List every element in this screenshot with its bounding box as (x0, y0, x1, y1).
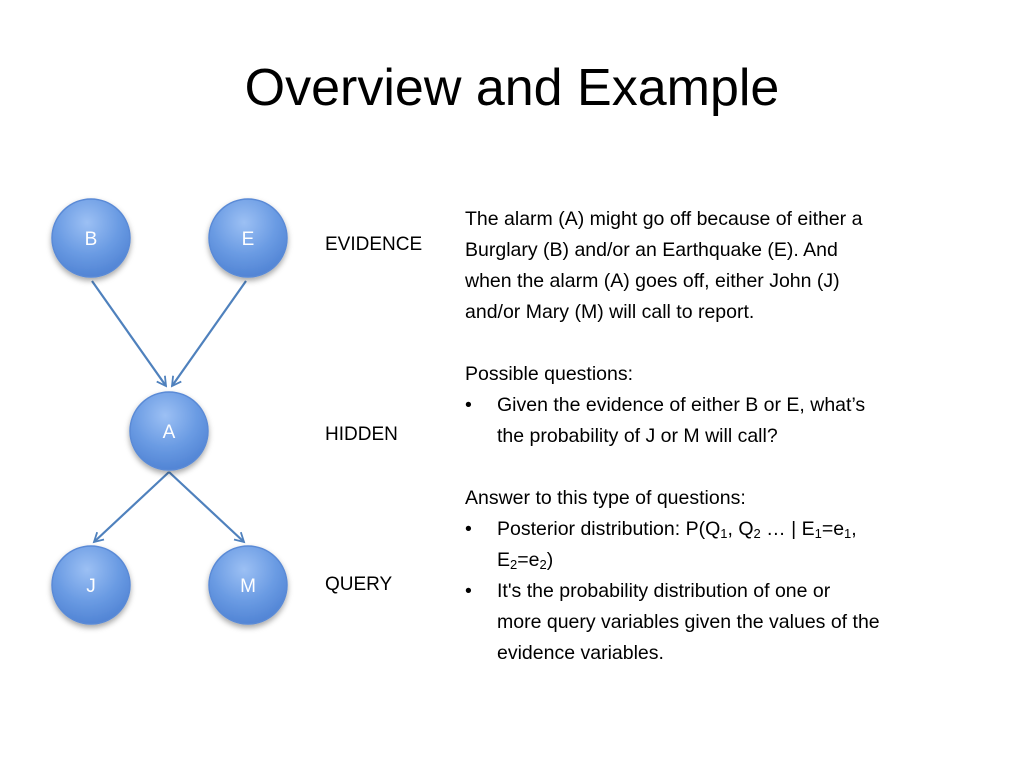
question-line-2: the probability of J or M will call? (497, 425, 778, 447)
answer-item-definition: • It's the probability distribution of o… (465, 576, 985, 669)
intro-line-4: and/or Mary (M) will call to report. (465, 301, 755, 323)
node-j: J (51, 545, 131, 625)
slide-title: Overview and Example (244, 59, 780, 117)
explanation-text: The alarm (A) might go off because of ei… (465, 204, 985, 669)
intro-line-2: Burglary (B) and/or an Earthquake (E). A… (465, 239, 838, 261)
intro-line-3: when the alarm (A) goes off, either John… (465, 270, 840, 292)
node-e-label: E (242, 229, 255, 250)
definition-line-1: It's the probability distribution of one… (497, 580, 831, 602)
edge-b-to-a (91, 280, 168, 388)
node-e: E (208, 198, 288, 278)
hidden-label: HIDDEN (325, 424, 398, 445)
answer-item-posterior: • Posterior distribution: P(Q1, Q2 … | E… (465, 514, 985, 576)
questions-heading: Possible questions: (465, 363, 634, 385)
questions-list: • Given the evidence of either B or E, w… (465, 390, 985, 452)
node-b: B (51, 198, 131, 278)
intro-line-1: The alarm (A) might go off because of ei… (465, 208, 863, 230)
query-label: QUERY (325, 574, 393, 595)
node-m: M (208, 545, 288, 625)
node-m-label: M (240, 576, 256, 597)
edge-e-to-a (170, 280, 247, 388)
question-line-1: Given the evidence of either B or E, wha… (497, 394, 866, 416)
edge-a-to-m (168, 471, 246, 544)
intro-paragraph: The alarm (A) might go off because of ei… (465, 204, 985, 328)
bullet: • (465, 518, 472, 540)
node-a: A (129, 391, 209, 471)
edge-a-to-j (92, 471, 170, 544)
node-a-label: A (163, 422, 176, 443)
evidence-label: EVIDENCE (325, 234, 423, 255)
node-j-label: J (86, 576, 96, 597)
definition-line-3: evidence variables. (497, 642, 664, 664)
question-item: • Given the evidence of either B or E, w… (465, 390, 985, 452)
bullet: • (465, 394, 472, 416)
node-b-label: B (85, 229, 98, 250)
answers-list: • Posterior distribution: P(Q1, Q2 … | E… (465, 514, 985, 669)
definition-line-2: more query variables given the values of… (497, 611, 880, 633)
bullet: • (465, 580, 472, 602)
posterior-text: Posterior distribution: P(Q1, Q2 … | E1=… (497, 518, 857, 572)
answer-heading: Answer to this type of questions: (465, 487, 746, 509)
